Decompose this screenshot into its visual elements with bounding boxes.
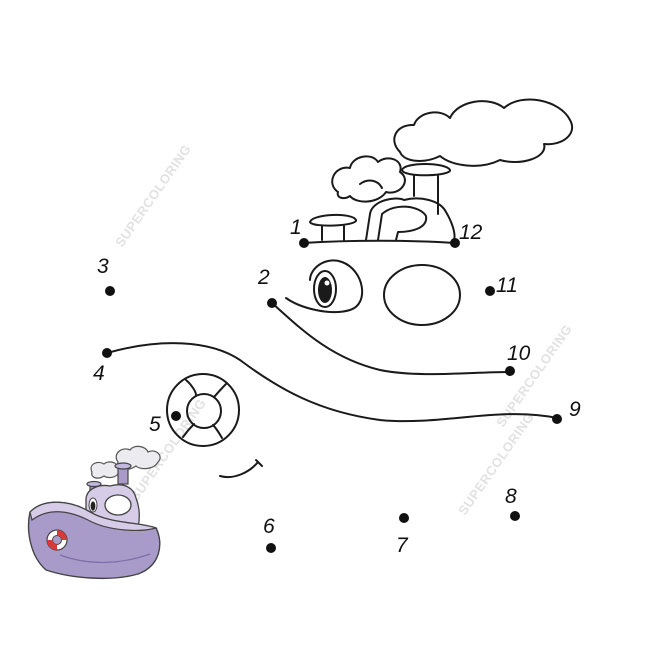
- dot-5[interactable]: [171, 411, 181, 421]
- deck-line: [302, 239, 456, 244]
- porthole-window: [383, 264, 461, 326]
- smoke-puff-icon: [331, 155, 406, 203]
- dot-number-12: 12: [459, 221, 483, 244]
- dot-number-1: 1: [290, 216, 302, 239]
- eye-pupil: [318, 277, 332, 303]
- dot-2[interactable]: [267, 298, 277, 308]
- hull-line-lower: [106, 342, 558, 423]
- dot-number-11: 11: [496, 274, 518, 297]
- dot-9[interactable]: [552, 414, 562, 424]
- dots-layer: [102, 238, 562, 553]
- eye-highlight: [324, 280, 330, 286]
- life-ring-icon: [166, 373, 240, 447]
- hull-line-upper: [271, 302, 511, 376]
- dot-1[interactable]: [299, 238, 309, 248]
- cloud-icon: [393, 98, 573, 167]
- dot-number-2: 2: [257, 266, 270, 289]
- dot-number-7: 7: [396, 534, 409, 557]
- dot-number-6: 6: [263, 515, 275, 538]
- watermark: SUPERCOLORING: [112, 142, 194, 250]
- dot-number-3: 3: [97, 255, 109, 278]
- dot-8[interactable]: [510, 511, 520, 521]
- watermark: SUPERCOLORING: [455, 410, 537, 518]
- dot-12[interactable]: [450, 238, 460, 248]
- dot-number-8: 8: [505, 485, 517, 508]
- small-funnel: [309, 214, 358, 241]
- dot-10[interactable]: [505, 366, 515, 376]
- cabin-window: [377, 205, 428, 241]
- ship-porthole: [104, 494, 132, 516]
- dot-number-9: 9: [569, 398, 581, 421]
- cabin-outline: [365, 197, 456, 241]
- smile-line: [219, 461, 259, 478]
- dot-11[interactable]: [485, 286, 495, 296]
- eye-outline: [285, 259, 364, 314]
- ship-smoke-small: [90, 461, 120, 479]
- dot-number-4: 4: [93, 362, 105, 385]
- dot-3[interactable]: [105, 286, 115, 296]
- dot-7[interactable]: [399, 513, 409, 523]
- smile-end: [255, 459, 263, 467]
- ship-icon: [27, 445, 161, 580]
- dot-4[interactable]: [102, 348, 112, 358]
- tall-funnel: [401, 163, 452, 215]
- dot-6[interactable]: [266, 543, 276, 553]
- smoke-inner-line: [359, 179, 383, 189]
- dot-number-10: 10: [507, 342, 531, 365]
- dot-number-5: 5: [149, 413, 161, 436]
